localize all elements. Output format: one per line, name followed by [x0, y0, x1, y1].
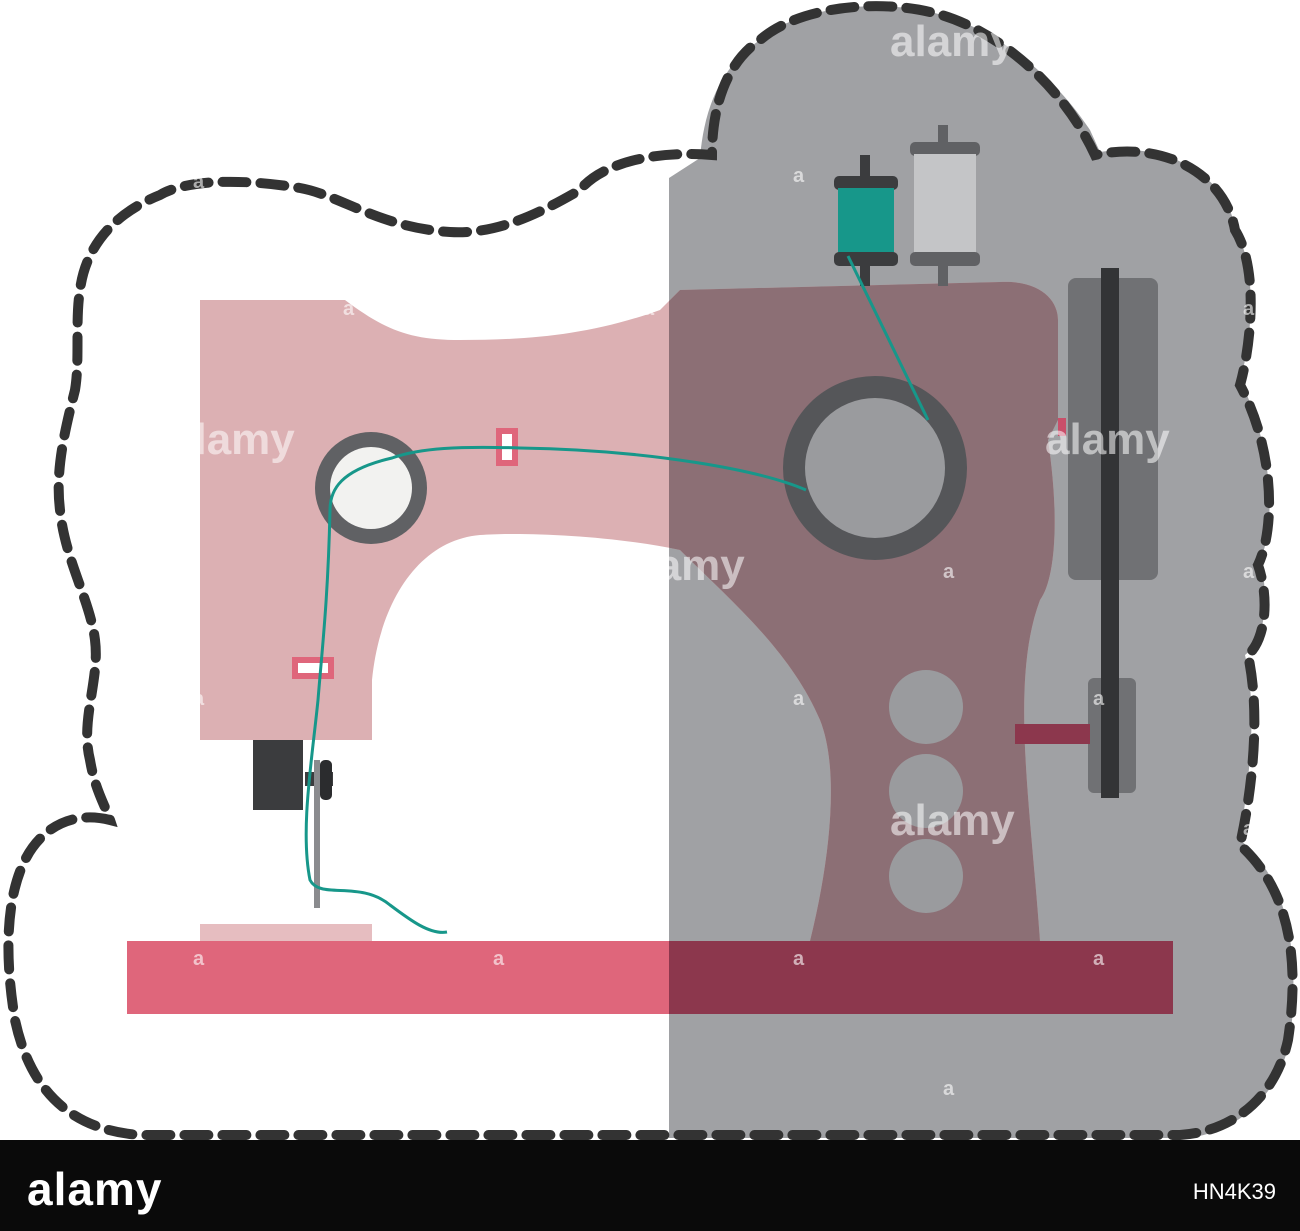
svg-text:a: a [343, 1078, 355, 1100]
svg-text:a: a [943, 1078, 955, 1100]
hand-wheel [1015, 268, 1158, 798]
svg-text:a: a [1243, 818, 1255, 840]
svg-text:a: a [193, 171, 205, 193]
svg-text:a: a [643, 298, 655, 320]
control-buttons [889, 670, 963, 913]
svg-text:a: a [343, 298, 355, 320]
svg-text:alamy: alamy [890, 796, 1015, 845]
svg-text:a: a [643, 1078, 655, 1100]
svg-text:a: a [1243, 298, 1255, 320]
svg-text:a: a [943, 561, 955, 583]
svg-text:a: a [193, 688, 205, 710]
svg-text:a: a [343, 818, 355, 840]
svg-text:alamy: alamy [890, 17, 1015, 66]
svg-text:alamy: alamy [620, 541, 745, 590]
svg-text:a: a [193, 948, 205, 970]
dashed-cutline [3, 1, 1298, 1140]
svg-text:a: a [493, 688, 505, 710]
thread-line [304, 255, 930, 934]
svg-text:a: a [493, 561, 505, 583]
svg-text:a: a [793, 688, 805, 710]
main-dial [783, 376, 967, 560]
watermark-layer: alamy alamy alamy alamy alamy a a a a a … [170, 17, 1255, 1100]
footer-brand-logo: alamy [27, 1163, 163, 1215]
svg-text:alamy: alamy [170, 415, 295, 464]
tension-dial [315, 432, 427, 544]
footer-stock-id: HN4K39 [1192, 1179, 1276, 1204]
svg-text:a: a [1093, 688, 1105, 710]
svg-text:alamy: alamy [1045, 415, 1170, 464]
svg-text:a: a [793, 165, 805, 187]
svg-text:a: a [643, 818, 655, 840]
svg-text:a: a [493, 948, 505, 970]
svg-text:a: a [1243, 561, 1255, 583]
svg-text:a: a [1093, 948, 1105, 970]
footer-bar [0, 1140, 1300, 1231]
machine-base [127, 924, 1173, 1014]
svg-text:a: a [793, 948, 805, 970]
needle-assembly [253, 740, 333, 908]
thread-spools [834, 125, 980, 286]
sticker-illustration: alamy alamy alamy alamy alamy a a a a a … [3, 1, 1298, 1140]
